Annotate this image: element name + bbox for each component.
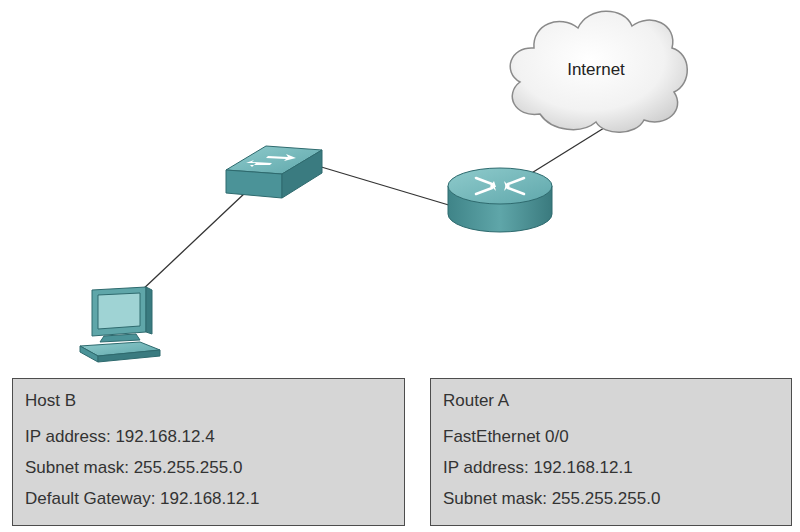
- node-detail: Subnet mask: 255.255.255.0: [25, 452, 392, 483]
- switch-icon: [226, 146, 322, 198]
- cloud-node: Internet: [500, 2, 692, 136]
- node-heading: Internet: [567, 54, 625, 85]
- node-heading: Router A: [443, 387, 779, 415]
- info-panel: Host B IP address: 192.168.12.4Subnet mas…: [12, 378, 405, 526]
- node-heading: Host B: [25, 387, 392, 415]
- router-icon: [448, 168, 552, 232]
- info-panel: Router A FastEthernet 0/0IP address: 192.…: [430, 378, 792, 526]
- node-detail: IP address: 192.168.12.4: [25, 421, 392, 452]
- node-detail: Subnet mask: 255.255.255.0: [443, 483, 779, 514]
- node-detail: FastEthernet 0/0: [443, 421, 779, 452]
- cloud-outline: [510, 11, 687, 132]
- node-detail: Default Gateway: 192.168.12.1: [25, 483, 392, 514]
- network-wire: [140, 128, 604, 292]
- node-detail: IP address: 192.168.12.1: [443, 452, 779, 483]
- pc-icon: [80, 287, 160, 362]
